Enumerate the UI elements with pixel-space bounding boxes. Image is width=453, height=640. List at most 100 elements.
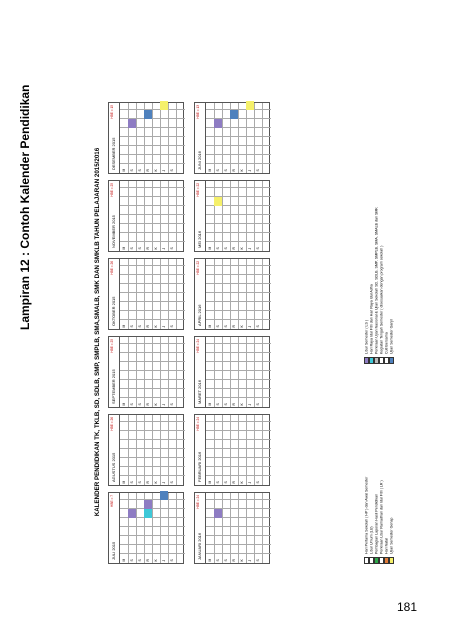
effective-days: HBE = 26: [109, 417, 114, 431]
day-label: R: [146, 559, 150, 562]
month-name: SEPTEMBER 2015: [111, 369, 116, 404]
grid-line: [254, 337, 255, 407]
grid-line: [254, 181, 255, 251]
effective-days: HBE = 26: [109, 261, 114, 275]
day-label: K: [240, 559, 244, 562]
grid-line: [206, 499, 271, 500]
day-label: J: [248, 247, 252, 250]
day-label: S: [130, 403, 134, 406]
day-label: S: [138, 403, 142, 406]
grid-line: [206, 430, 271, 431]
grid-line: [238, 337, 239, 407]
grid-line: [262, 181, 263, 251]
grid-line: [206, 388, 271, 389]
grid-line: [128, 259, 129, 329]
grid-line: [136, 259, 137, 329]
grid-line: [128, 181, 129, 251]
grid-line: [214, 181, 215, 251]
day-label: S: [138, 559, 142, 562]
day-label: S: [170, 559, 174, 562]
day-label: J: [248, 169, 252, 172]
grid-line: [160, 337, 161, 407]
grid-line: [254, 415, 255, 485]
day-label: K: [240, 481, 244, 484]
grid-line: [168, 337, 169, 407]
grid-line: [206, 241, 271, 242]
day-label: M: [122, 168, 126, 172]
grid-line: [152, 337, 153, 407]
legend-swatch-icon: [389, 357, 394, 364]
day-label: M: [122, 246, 126, 250]
grid-line: [120, 310, 185, 311]
grid-line: [262, 337, 263, 407]
grid-line: [214, 103, 215, 173]
grid-line: [152, 259, 153, 329]
day-label: K: [240, 325, 244, 328]
grid-line: [120, 196, 185, 197]
day-label: S: [256, 481, 260, 484]
day-label: S: [170, 403, 174, 406]
highlighted-cell: [144, 110, 152, 119]
day-label: M: [208, 168, 212, 172]
day-label: S: [256, 325, 260, 328]
day-label: S: [170, 247, 174, 250]
effective-days: HBE = 24: [195, 495, 200, 509]
day-label: S: [170, 481, 174, 484]
grid-line: [128, 103, 129, 173]
day-label: K: [154, 169, 158, 172]
grid-line: [168, 493, 169, 563]
grid-line: [120, 397, 185, 398]
day-label: M: [122, 480, 126, 484]
grid-line: [120, 223, 185, 224]
grid-line: [206, 136, 271, 137]
grid-line: [120, 439, 185, 440]
legend-label: Ujian Semester Genap: [389, 517, 394, 554]
effective-days: HBE = 22: [195, 183, 200, 197]
grid-line: [120, 526, 185, 527]
grid-line: [168, 181, 169, 251]
grid-line: [262, 415, 263, 485]
effective-days: HBE = 7: [109, 495, 114, 507]
grid-line: [120, 319, 185, 320]
day-label: S: [138, 247, 142, 250]
grid-line: [120, 205, 185, 206]
legend-label: Pembagian Laporan Hasil Pendidikan: [374, 493, 379, 554]
grid-line: [160, 493, 161, 563]
highlighted-cell: [128, 509, 136, 518]
grid-line: [120, 109, 185, 110]
day-label: S: [224, 169, 228, 172]
grid-line: [206, 475, 271, 476]
legend-item: Ujian Semester Ganjil: [389, 319, 394, 364]
grid-line: [120, 499, 185, 500]
day-label: K: [154, 403, 158, 406]
grid-line: [230, 493, 231, 563]
month-name: JUNI 2016: [197, 151, 202, 170]
grid-line: [254, 493, 255, 563]
grid-line: [206, 343, 271, 344]
grid-line: [206, 301, 271, 302]
day-label: S: [224, 247, 228, 250]
legend-label: Libur Semester ( LS ): [364, 319, 369, 354]
grid-line: [206, 361, 271, 362]
day-label: K: [240, 247, 244, 250]
day-label: R: [146, 403, 150, 406]
grid-line: [128, 415, 129, 485]
grid-line: [152, 103, 153, 173]
grid-line: [206, 232, 271, 233]
grid-line: [222, 337, 223, 407]
day-label: S: [130, 169, 134, 172]
month-name: FEBRUARI 2016: [197, 451, 202, 482]
